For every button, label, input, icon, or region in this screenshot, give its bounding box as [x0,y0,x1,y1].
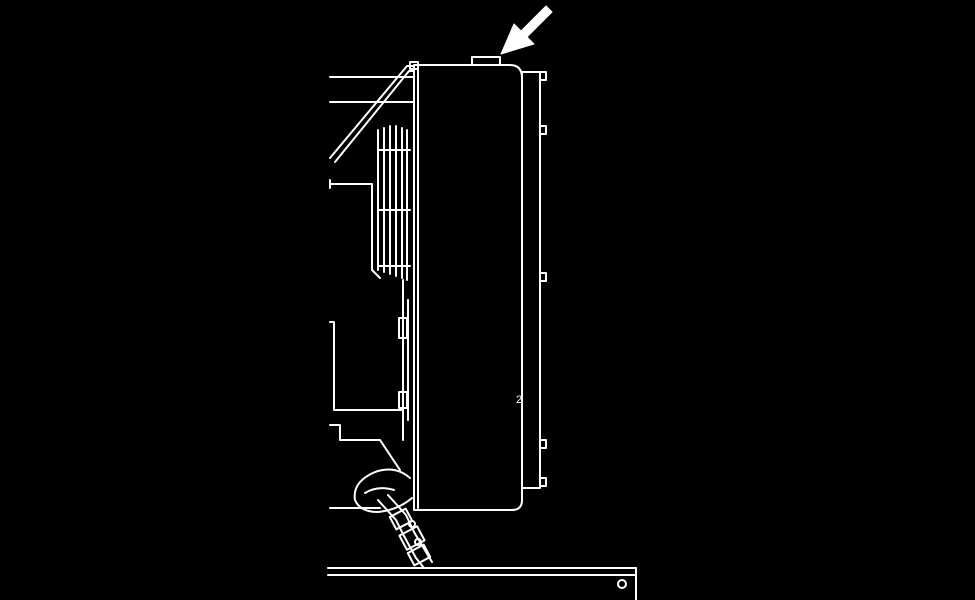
fill-cap [467,56,505,66]
lower-hose-outlet [329,468,433,569]
mounting-hole [617,579,627,589]
arrow-icon [500,5,553,55]
radiator-tank [413,64,523,511]
fan-shroud [329,125,411,281]
base-frame [327,567,637,600]
mounting-bracket [329,279,409,471]
radiator-core [521,71,547,489]
callout-label: 2 [516,394,522,406]
upper-frame [329,61,419,163]
